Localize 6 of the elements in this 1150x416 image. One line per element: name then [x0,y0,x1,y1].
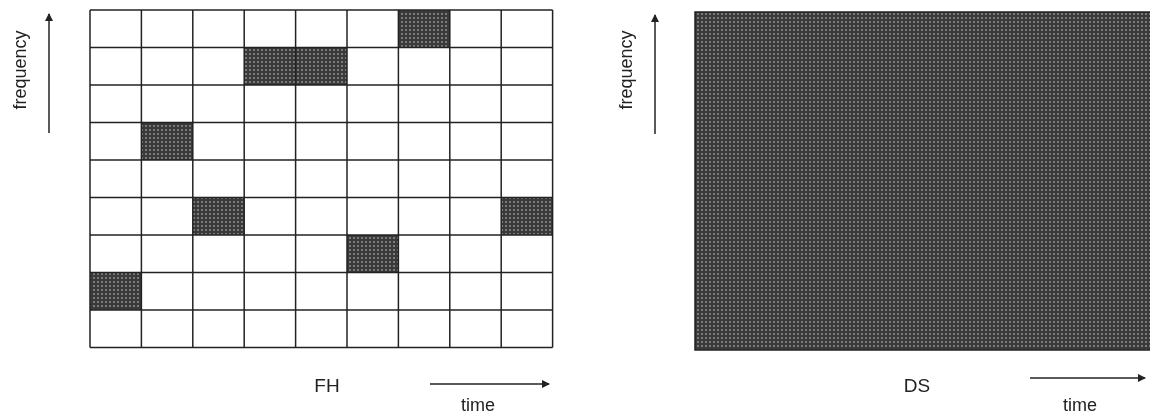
axis-label: DS [903,375,931,395]
axis-label: frequency [11,30,29,110]
axis-label: time [461,396,495,414]
axis-label: FH [314,375,340,395]
axis-label: frequency [617,30,635,110]
axis-label: time [1063,396,1097,414]
